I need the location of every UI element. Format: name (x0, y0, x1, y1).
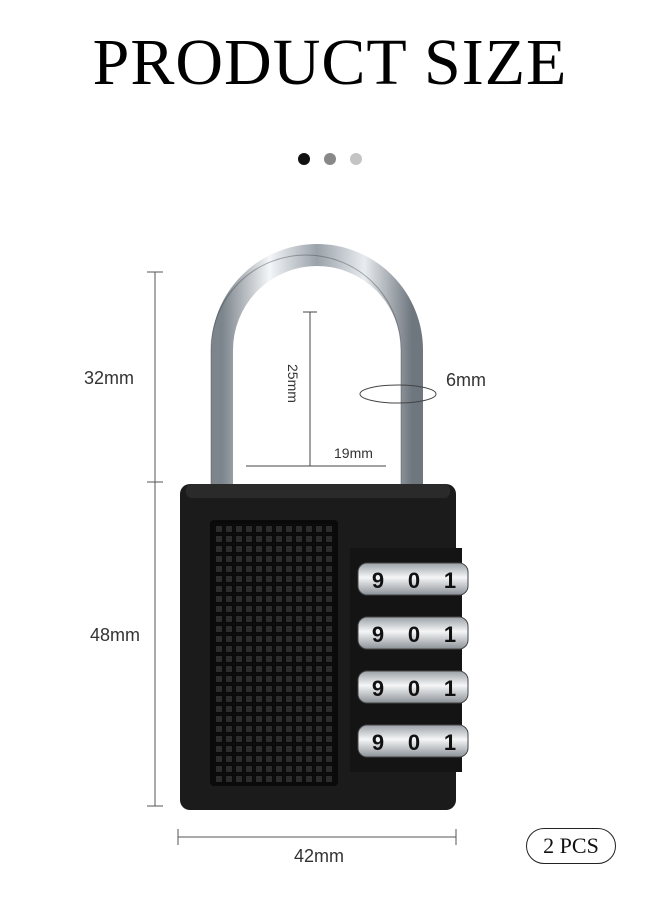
carousel-dots (0, 153, 660, 165)
carousel-dot-2[interactable] (324, 153, 336, 165)
dial-3-digit-3: 1 (444, 676, 456, 701)
dial-2-digit-2: 0 (408, 622, 420, 647)
dial-4 (357, 724, 469, 758)
grip-panel (214, 524, 334, 782)
dim-body-width: 42mm (294, 846, 345, 866)
dial-2-digit-1: 9 (372, 622, 384, 647)
dial-1-digit-2: 0 (408, 568, 420, 593)
dimension-lines (147, 271, 457, 845)
dial-2-digit-3: 1 (444, 622, 456, 647)
shackle (211, 244, 423, 486)
dial-4-digit-1: 9 (372, 730, 384, 755)
carousel-dot-1[interactable] (298, 153, 310, 165)
quantity-badge: 2 PCS (526, 828, 616, 864)
dial-3-digit-2: 0 (408, 676, 420, 701)
dim-shackle-diameter: 6mm (446, 370, 486, 390)
dial-4-digit-2: 0 (408, 730, 420, 755)
page-title: PRODUCT SIZE (92, 26, 568, 99)
dial-1-digit-1: 9 (372, 568, 384, 593)
dim-body-height: 48mm (90, 625, 141, 645)
dim-inner-width: 19mm (334, 445, 373, 461)
dial-1-digit-3: 1 (444, 568, 456, 593)
carousel-dot-3[interactable] (350, 153, 362, 165)
dial-3 (357, 670, 469, 704)
dim-inner-height: 25mm (285, 364, 301, 403)
dial-3-digit-1: 9 (372, 676, 384, 701)
dial-2 (357, 616, 469, 650)
dim-shackle-height: 32mm (84, 368, 135, 388)
dial-1 (357, 562, 469, 596)
dial-4-digit-3: 1 (444, 730, 456, 755)
